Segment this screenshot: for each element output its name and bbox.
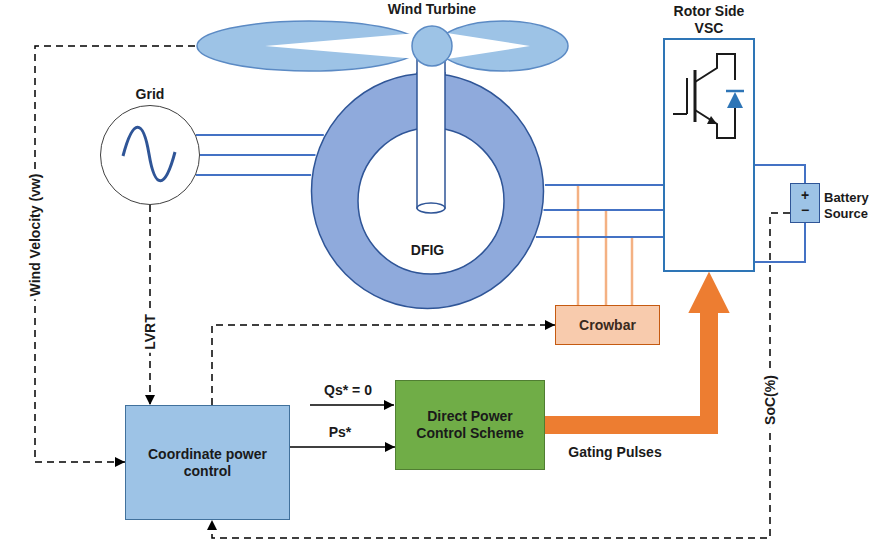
edge-label: LVRT [142, 311, 159, 353]
edge-label: SoC(%) [762, 372, 779, 428]
polarity-sign: + [801, 188, 809, 203]
node-label: DFIG [310, 242, 545, 259]
crowbar-box: Crowbar [555, 305, 660, 345]
reference-arrow [310, 404, 394, 406]
edge-label: Wind Velocity (vw) [27, 171, 44, 300]
signal-line [290, 446, 395, 448]
dfig-generator: DFIG [310, 72, 545, 310]
node-label: Coordinate power control [132, 446, 283, 480]
generator-rings [310, 72, 545, 310]
battery-source: +−Battery Source [790, 183, 820, 223]
polarity-sign: − [801, 203, 809, 218]
power-wire [536, 185, 663, 237]
edge-label: Ps* [326, 424, 355, 441]
edge-label: Gating Pulses [565, 444, 664, 461]
node-label: Grid [101, 86, 199, 103]
dpc-box: Direct Power Control Scheme [395, 380, 545, 470]
wind-turbine: Wind Turbine [195, 0, 570, 76]
control-box: Coordinate power control [125, 405, 290, 520]
sine-symbol [101, 106, 198, 203]
node-label: Direct Power Control Scheme [402, 408, 538, 442]
node-label: Rotor Side VSC [665, 3, 753, 37]
signal-line [35, 46, 195, 462]
turbine-blades [195, 0, 570, 76]
igbt-symbol [665, 40, 753, 270]
node-label: Crowbar [579, 317, 636, 334]
grid-source: Grid [100, 105, 200, 205]
crowbar-leads [578, 185, 632, 306]
signal-line [149, 205, 151, 405]
signal-label: Qs* = 0 [321, 382, 375, 399]
node-label: Wind Turbine [388, 1, 476, 18]
converter-box: Rotor Side VSC [663, 38, 755, 272]
node-label: Battery Source [824, 190, 878, 222]
power-wire [196, 135, 324, 175]
